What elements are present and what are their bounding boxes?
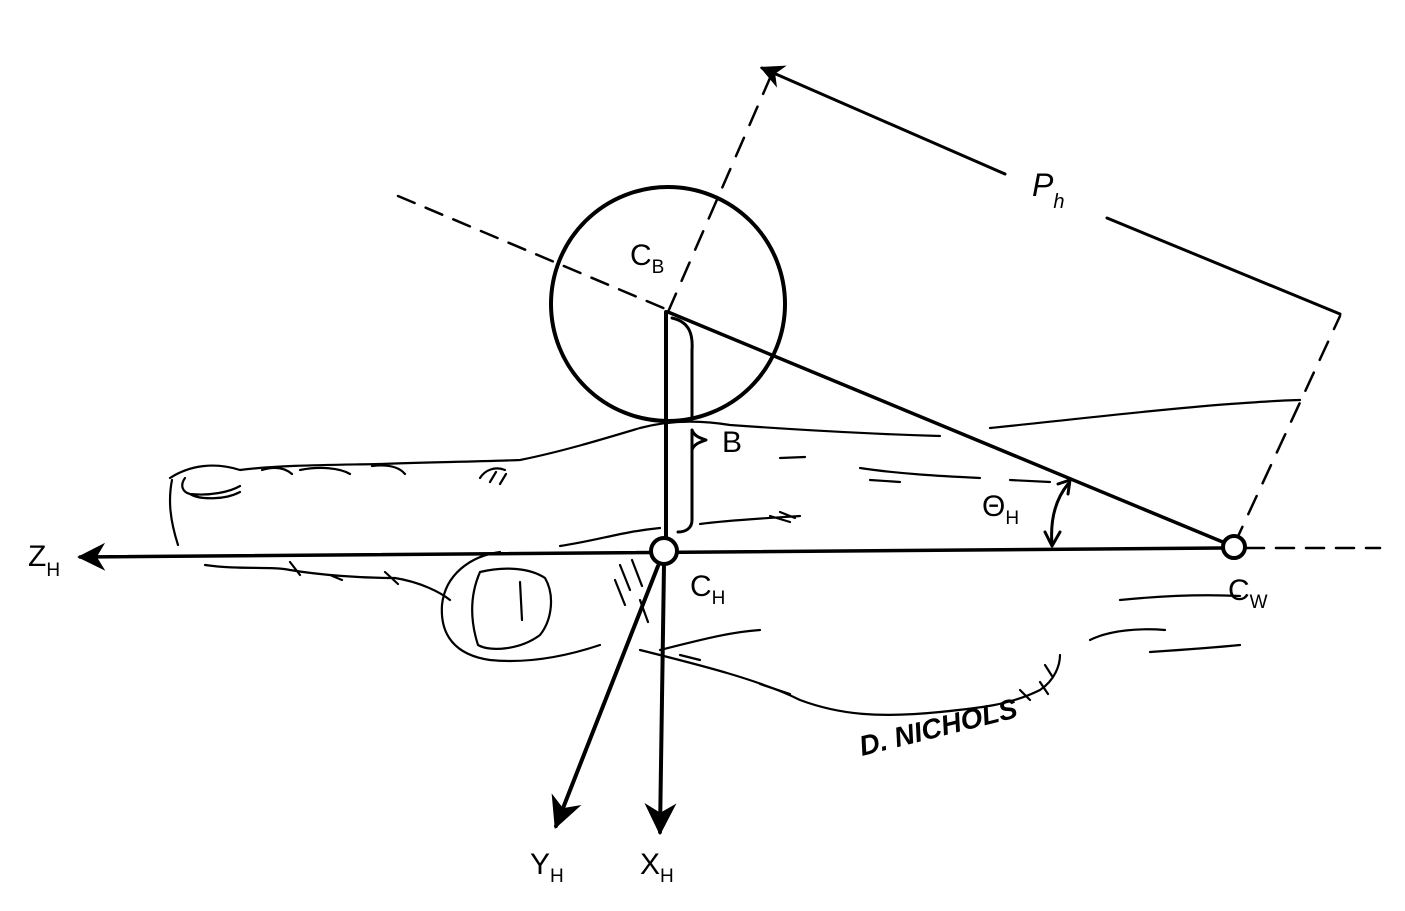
finger-underside xyxy=(203,560,452,602)
b-brace xyxy=(676,428,708,534)
palm-lower-line xyxy=(658,628,762,652)
theta-angle-arc xyxy=(1050,482,1070,547)
ph-right-dashed-line xyxy=(1232,314,1342,547)
labels: CB Ph B ΘH CH CW ZH YH XH D. NICHOLS xyxy=(28,167,1268,887)
fingernail xyxy=(168,476,242,547)
thumb-outline xyxy=(440,550,602,663)
ball-axis-dashed-line xyxy=(396,194,670,312)
cb-label: CB xyxy=(630,239,664,278)
palm-creases xyxy=(613,558,650,624)
thumbnail xyxy=(471,567,553,650)
hand-back-marks xyxy=(778,455,1052,484)
cw-label: CW xyxy=(1228,574,1268,613)
finger-wrinkles xyxy=(260,464,508,486)
cw-point xyxy=(1221,534,1247,560)
right-angle-mark xyxy=(670,316,694,420)
thumbnail-mark xyxy=(518,580,524,622)
finger-top-edge xyxy=(168,420,942,480)
theta-arrow-bottom xyxy=(1043,530,1062,548)
xh-axis xyxy=(644,563,677,836)
ch-point xyxy=(649,536,679,566)
ph-label: Ph xyxy=(1032,167,1064,213)
yh-axis xyxy=(551,564,660,829)
ph-dimension-line xyxy=(1105,216,1342,316)
geometry xyxy=(77,65,1382,836)
wrist-lines xyxy=(1088,594,1242,654)
hand-sketch xyxy=(168,398,1302,716)
xh-label: XH xyxy=(640,848,674,887)
hand-lower-marks xyxy=(678,653,1054,702)
ph-dimension-arrow xyxy=(759,65,1007,176)
hand-back-edge xyxy=(988,398,1302,430)
ch-label: CH xyxy=(690,570,725,609)
theta-arrow-top xyxy=(1056,478,1072,496)
artist-signature: D. NICHOLS xyxy=(856,693,1021,762)
theta-label: ΘH xyxy=(982,490,1019,529)
hand-lower-edge xyxy=(638,648,1062,716)
cb-cw-line xyxy=(666,310,1232,547)
zh-label: ZH xyxy=(28,540,60,581)
knuckle-creases xyxy=(558,510,802,548)
ph-left-dashed-line xyxy=(666,76,772,314)
b-label: B xyxy=(722,426,742,459)
yh-label: YH xyxy=(530,848,564,887)
